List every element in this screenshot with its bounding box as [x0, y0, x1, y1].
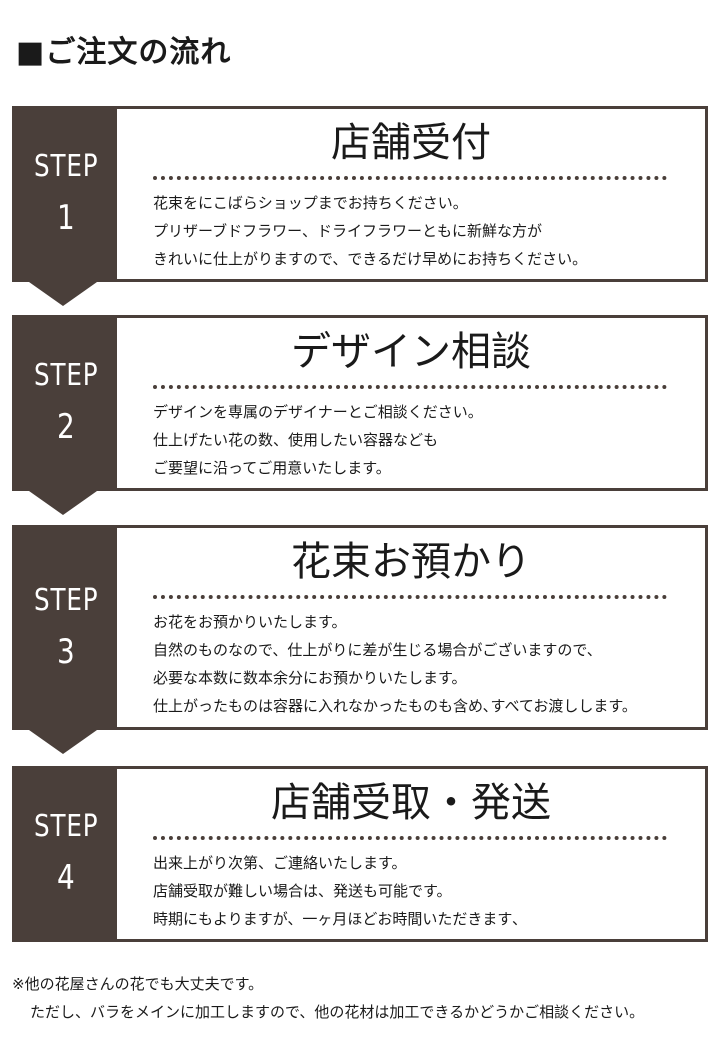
step-card-4: STEP 4 店舗受取・発送 出来上がり次第、ご連絡いたします。 店舗受取が難し…	[12, 766, 708, 942]
step-heading-1: 店舗受付	[331, 120, 491, 166]
step-description-2: デザインを専属のデザイナーとご相談ください。 仕上げたい花の数、使用したい容器な…	[153, 398, 699, 482]
step-word-2: STEP	[33, 358, 99, 393]
step-line: きれいに仕上がりますので、できるだけ早めにお持ちください。	[153, 250, 588, 268]
step-line: 花束をにこばらショップまでお持ちください。	[153, 194, 468, 212]
step-body-2: デザイン相談 デザインを専属のデザイナーとご相談ください。 仕上げたい花の数、使…	[117, 318, 705, 488]
dotted-divider-3	[153, 595, 667, 599]
step-line: デザインを専属のデザイナーとご相談ください。	[153, 403, 483, 421]
step-line: 時期にもよりますが、一ヶ月ほどお時間いただきます､	[153, 910, 520, 928]
step-number-1: 1	[57, 198, 75, 238]
step-card-3: STEP 3 花束お預かり お花をお預かりいたします。 自然のものなので、仕上が…	[12, 525, 708, 730]
step-line: 必要な本数に数本余分にお預かりいたします。	[153, 669, 467, 687]
page-title: ■ご注文の流れ	[16, 35, 232, 70]
step-word-1: STEP	[33, 149, 99, 184]
footnote-line-1: ※他の花屋さんの花でも大丈夫です。	[12, 975, 264, 993]
step-description-3: お花をお預かりいたします。 自然のものなので、仕上がりに差が生じる場合がございま…	[153, 608, 699, 720]
step-line: 仕上げたい花の数、使用したい容器なども	[153, 431, 439, 449]
step-line: 仕上がったものは容器に入れなかったものも含め､すべてお渡しします。	[153, 697, 637, 715]
footnote-line-2: ただし、バラをメインに加工しますので、他の花材は加工できるかどうかご相談ください…	[30, 1003, 645, 1021]
step-heading-3: 花束お預かり	[291, 539, 531, 585]
step-arrow-down-icon	[29, 730, 97, 754]
step-number-2: 2	[57, 407, 75, 447]
dotted-divider-1	[153, 176, 667, 180]
step-body-3: 花束お預かり お花をお預かりいたします。 自然のものなので、仕上がりに差が生じる…	[117, 528, 705, 727]
step-card-2: STEP 2 デザイン相談 デザインを専属のデザイナーとご相談ください。 仕上げ…	[12, 315, 708, 491]
step-body-1: 店舗受付 花束をにこばらショップまでお持ちください。 プリザーブドフラワー、ドラ…	[117, 109, 705, 279]
step-line: 店舗受取が難しい場合は、発送も可能です。	[153, 882, 452, 900]
step-line: プリザーブドフラワー、ドライフラワーともに新鮮な方が	[153, 222, 542, 240]
step-description-4: 出来上がり次第、ご連絡いたします。 店舗受取が難しい場合は、発送も可能です。 時…	[153, 849, 699, 933]
step-line: 出来上がり次第、ご連絡いたします。	[153, 854, 407, 872]
step-word-3: STEP	[33, 582, 99, 618]
dotted-divider-4	[153, 836, 667, 840]
step-body-4: 店舗受取・発送 出来上がり次第、ご連絡いたします。 店舗受取が難しい場合は、発送…	[117, 769, 705, 939]
step-line: お花をお預かりいたします。	[153, 613, 347, 631]
step-arrow-down-icon	[29, 282, 97, 306]
step-heading-4: 店舗受取・発送	[271, 780, 551, 826]
step-label-3: STEP 3	[15, 528, 117, 727]
step-card-1: STEP 1 店舗受付 花束をにこばらショップまでお持ちください。 プリザーブド…	[12, 106, 708, 282]
dotted-divider-2	[153, 385, 667, 389]
step-label-4: STEP 4	[15, 769, 117, 939]
step-number-3: 3	[57, 631, 75, 672]
step-description-1: 花束をにこばらショップまでお持ちください。 プリザーブドフラワー、ドライフラワー…	[153, 189, 699, 273]
step-line: 自然のものなので、仕上がりに差が生じる場合がございますので、	[153, 641, 602, 659]
step-label-1: STEP 1	[15, 109, 117, 279]
step-arrow-down-icon	[29, 491, 97, 515]
step-heading-2: デザイン相談	[291, 329, 531, 375]
step-word-4: STEP	[33, 809, 99, 844]
footnote: ※他の花屋さんの花でも大丈夫です。 ただし、バラをメインに加工しますので、他の花…	[12, 970, 644, 1026]
step-line: ご要望に沿ってご用意いたします。	[153, 459, 391, 477]
step-label-2: STEP 2	[15, 318, 117, 488]
step-number-4: 4	[57, 858, 75, 898]
